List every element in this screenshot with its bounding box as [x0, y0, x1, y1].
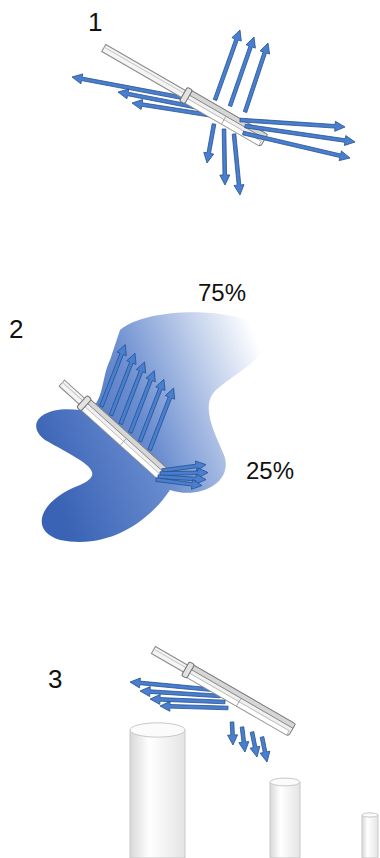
panel-direct-indirect — [72, 30, 355, 195]
luminaire — [100, 41, 268, 147]
light-distribution-area — [36, 312, 265, 542]
column — [362, 813, 378, 858]
light-arrow — [232, 134, 244, 195]
light-arrow — [72, 74, 205, 104]
light-arrow — [250, 732, 260, 757]
light-arrow — [243, 43, 269, 113]
light-arrow — [228, 722, 238, 745]
luminaire — [149, 643, 296, 737]
light-arrow — [150, 694, 225, 704]
column — [130, 723, 185, 858]
panel-task-lighting — [130, 643, 378, 858]
light-arrow — [220, 129, 230, 185]
percentage-label: 75% — [198, 281, 246, 305]
light-arrow — [109, 353, 136, 416]
light-arrow — [260, 737, 270, 762]
light-arrow — [243, 131, 350, 160]
light-arrow — [100, 345, 127, 408]
light-arrow — [204, 124, 216, 163]
light-arrow — [156, 478, 202, 490]
callout-number: 1 — [88, 9, 102, 35]
light-arrow — [129, 371, 156, 434]
callout-number: 2 — [9, 316, 23, 342]
column — [270, 778, 300, 858]
panel-distribution — [36, 312, 265, 542]
light-arrow — [148, 388, 175, 451]
light-arrow — [245, 124, 355, 145]
light-arrow — [239, 727, 249, 752]
percentage-label: 25% — [246, 459, 294, 483]
callout-number: 3 — [48, 666, 62, 692]
light-arrow — [138, 379, 165, 442]
light-arrow — [119, 362, 146, 425]
light-arrow — [160, 701, 228, 711]
luminaire — [56, 377, 171, 483]
